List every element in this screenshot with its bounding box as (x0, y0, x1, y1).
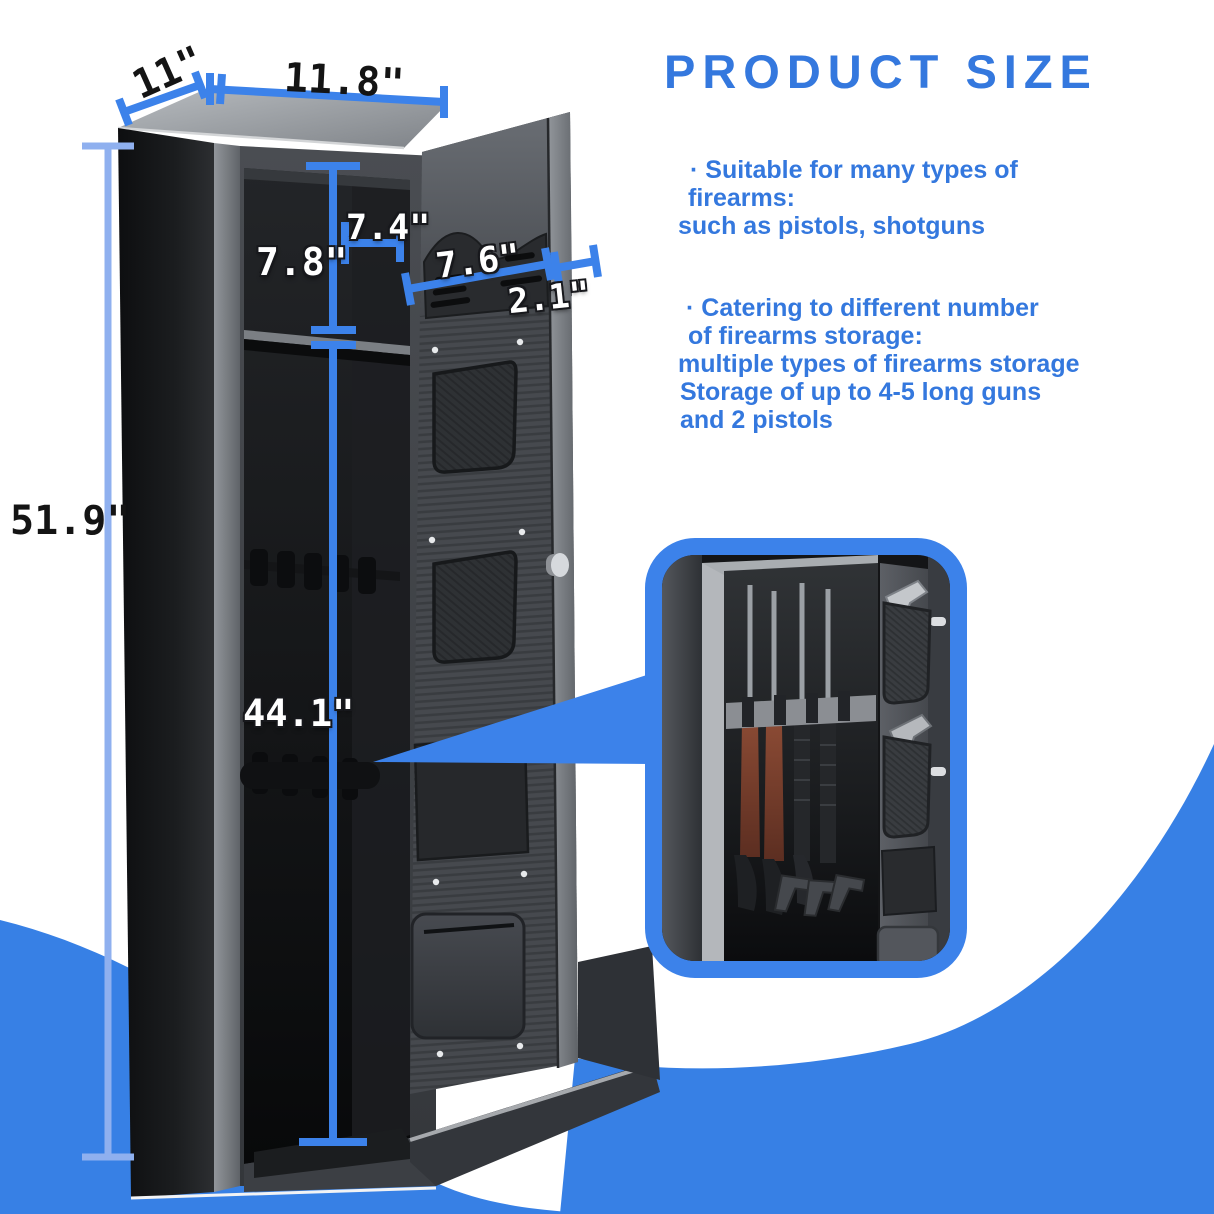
dim-line-upper-height (306, 162, 360, 334)
bullet-line: Storage of up to 4-5 long guns (680, 378, 1042, 406)
dim-line-height (82, 142, 134, 1161)
inset-pistols (773, 873, 866, 917)
bullet-line: firearms: (688, 184, 795, 212)
door-pouch-lower (432, 550, 518, 664)
bullet-suitable: · Suitable for many types of firearms: s… (678, 156, 1018, 240)
safe-interior (240, 168, 436, 1192)
inset-rifles (726, 583, 876, 915)
dim-label-door-thickness: 2.1" (506, 273, 592, 323)
bullet-line: such as pistols, shotguns (678, 212, 985, 240)
door-screws (428, 338, 528, 1058)
bullet-line: · Catering to different number (686, 294, 1039, 322)
dim-label-height: 51.9" (10, 498, 131, 544)
dim-label-width: 11.8" (282, 54, 406, 108)
inset-door (876, 555, 950, 961)
dim-label-interior-height: 44.1" (243, 692, 355, 735)
inset-loaded-safe (662, 555, 950, 961)
page-title: PRODUCT SIZE (664, 45, 1098, 98)
dim-line-door-rack (401, 247, 555, 306)
safe-side-panel (118, 128, 214, 1198)
dim-line-width (206, 73, 448, 118)
gun-rack-lower (240, 752, 380, 800)
inset-detail-photo (645, 538, 967, 978)
safe-illustration (117, 88, 660, 1200)
wave-bottom-right (560, 744, 1214, 1214)
door-lock-bolt (546, 553, 569, 577)
dim-label-upper-height: 7.8" (256, 240, 348, 284)
door-document-box (410, 912, 526, 1040)
bullet-line: of firearms storage: (688, 322, 923, 350)
interior-ceiling (244, 168, 410, 190)
bullet-line: and 2 pistols (680, 406, 833, 434)
dim-line-interior-height (299, 341, 367, 1146)
dim-line-door-thickness (550, 244, 602, 285)
dim-line-upper-depth (341, 222, 404, 264)
dim-label-upper-depth: 7.4" (346, 208, 431, 248)
safe-frame-edge (214, 143, 240, 1192)
dim-line-depth (115, 70, 209, 127)
safe-right-edge (578, 946, 660, 1080)
bullet-catering: · Catering to different number of firear… (678, 294, 1080, 434)
safe-bottom-frame (410, 1062, 660, 1186)
inset-side-panel (662, 555, 702, 961)
door-pouch-upper (432, 360, 518, 474)
bullet-line: multiple types of firearms storage (678, 350, 1080, 378)
dimension-lines (82, 70, 602, 1161)
callout-wedge (373, 674, 650, 764)
bullet-line: · Suitable for many types of (690, 156, 1018, 184)
